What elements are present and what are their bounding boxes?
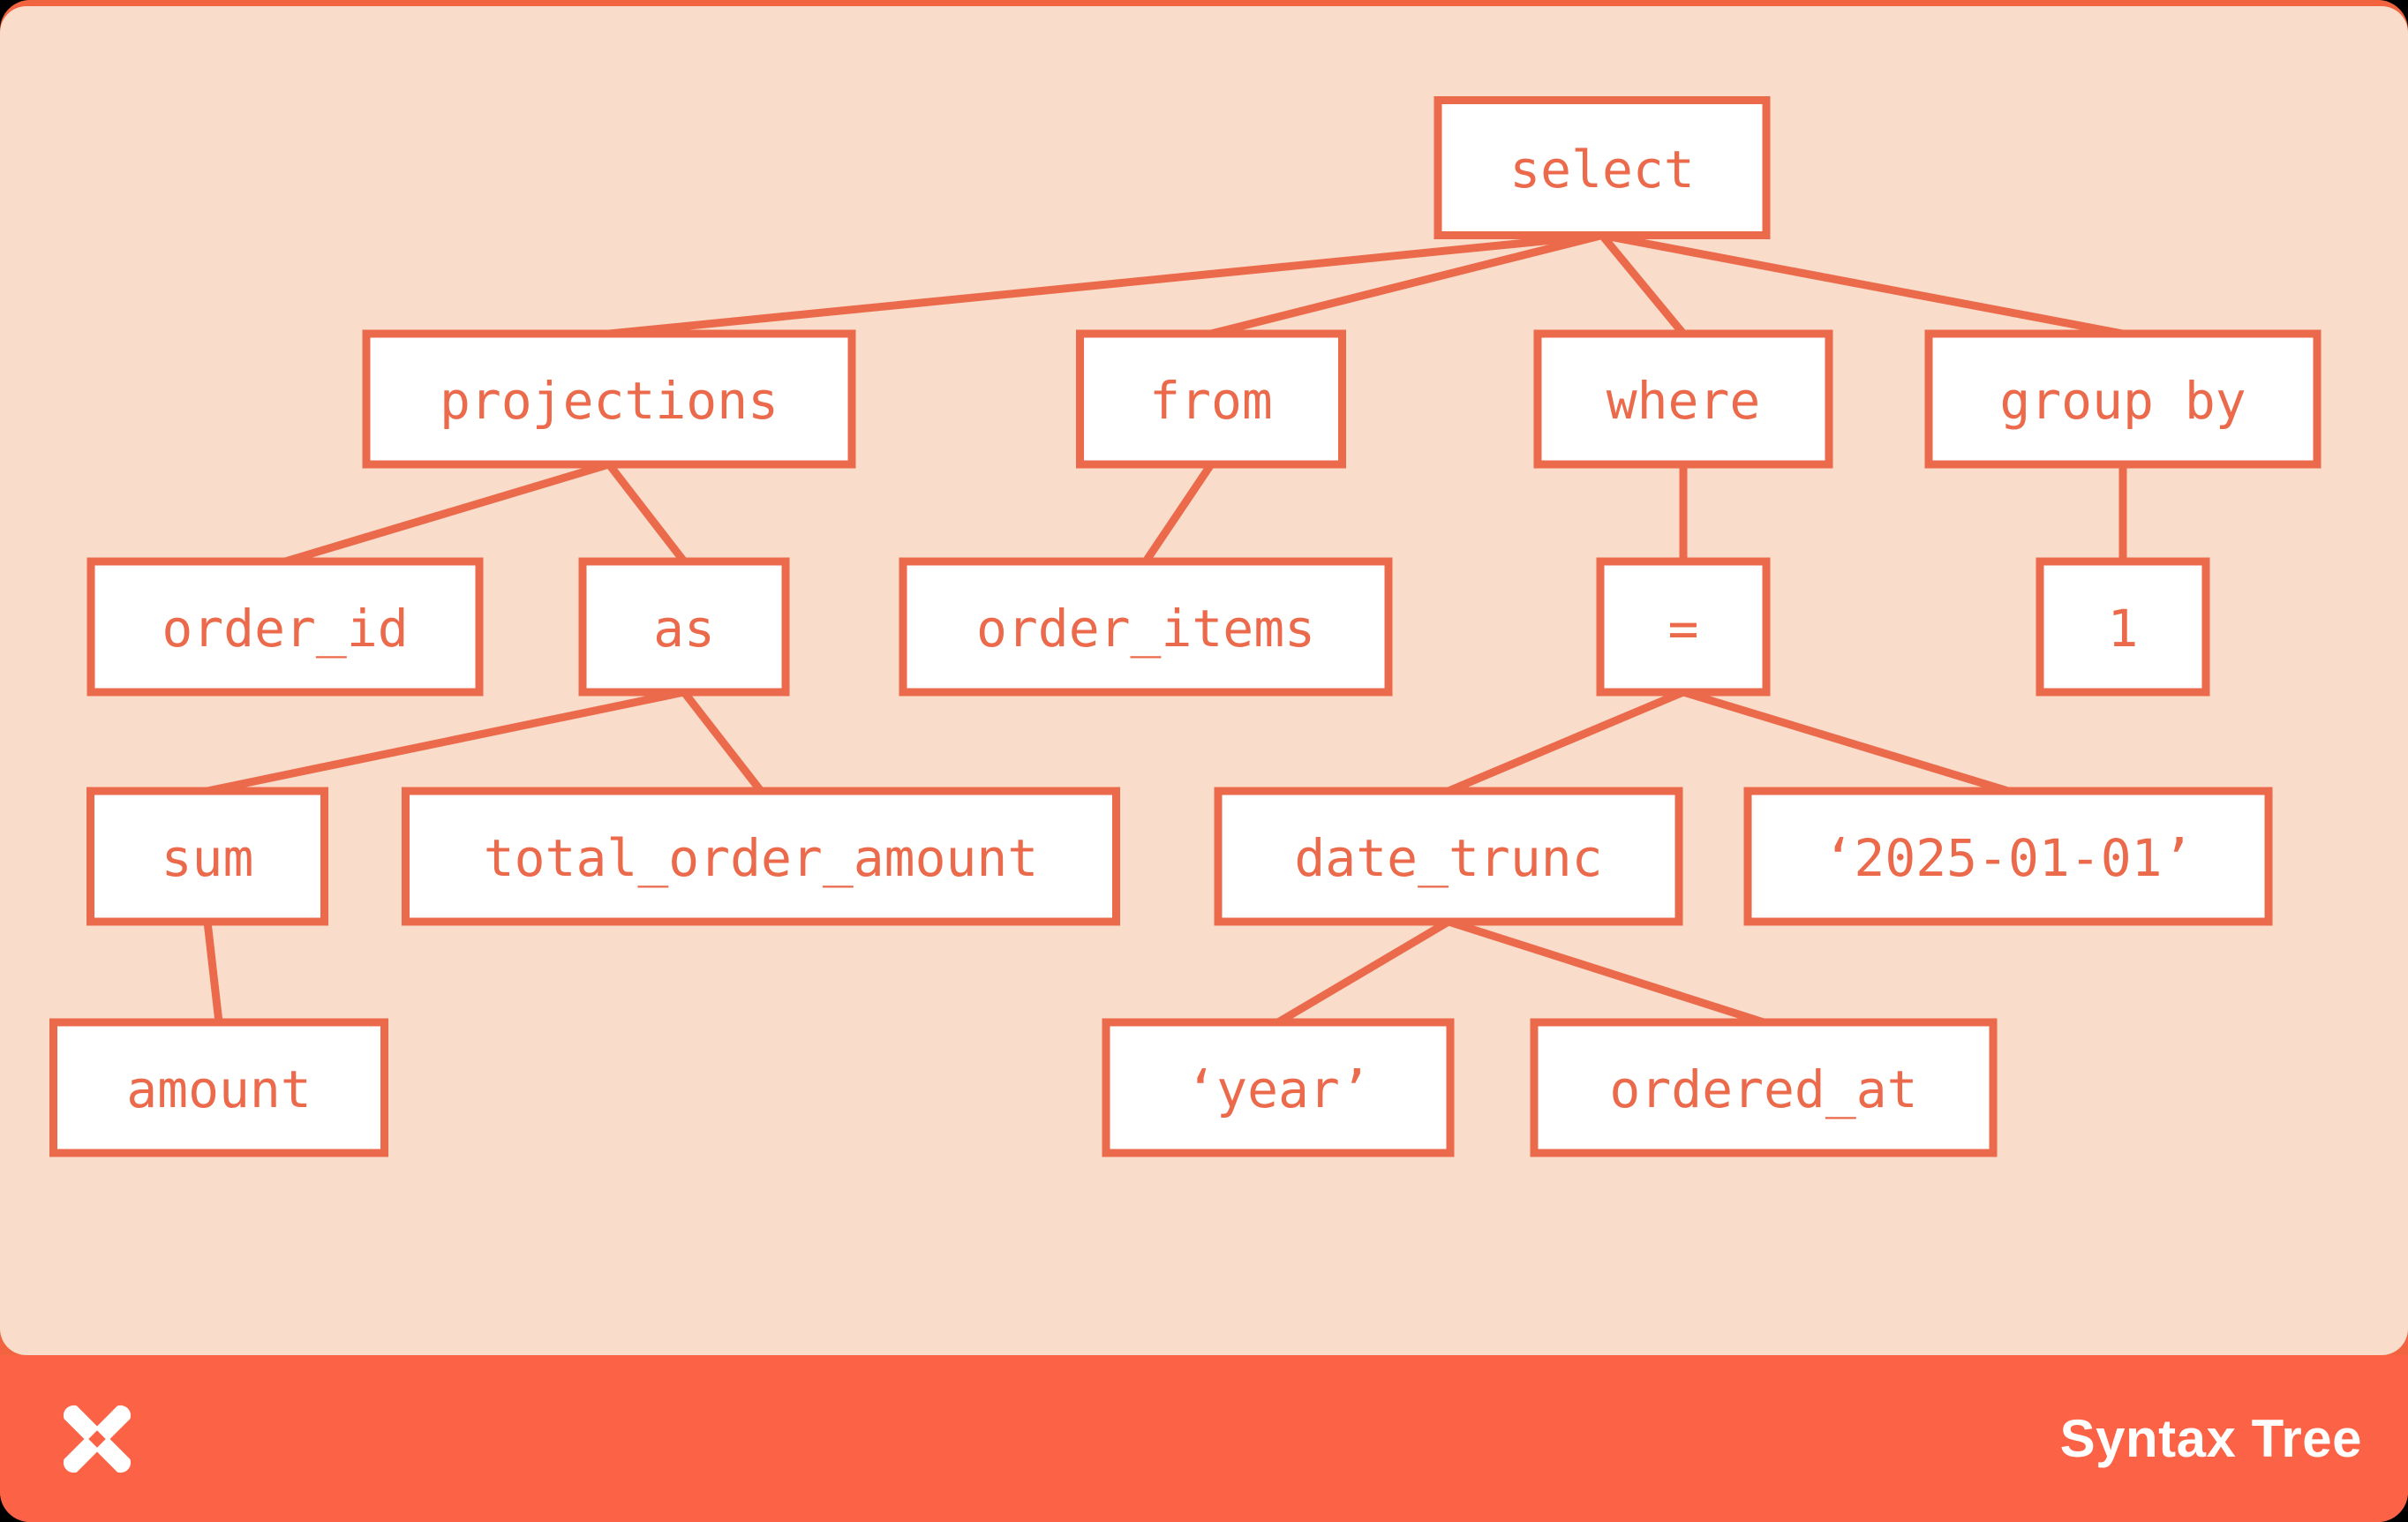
tree-node-date_trunc[interactable]: date_trunc: [1214, 787, 1683, 926]
node-label: 1: [2108, 599, 2139, 659]
node-box: [87, 787, 328, 926]
node-box: [1924, 329, 2321, 469]
tree-node-where[interactable]: where: [1533, 329, 1833, 469]
node-label: total_order_amount: [484, 828, 1039, 888]
tree-node-one[interactable]: 1: [2036, 557, 2210, 697]
node-label: date_trunc: [1294, 828, 1602, 888]
diagram-canvas: select projections from where group by order_…: [0, 6, 2408, 1355]
tree-edge: [1599, 232, 1687, 336]
tree-node-amount[interactable]: amount: [49, 1018, 388, 1157]
node-label: ‘2025-01-01’: [1823, 828, 2193, 888]
tree-node-total_order_amount[interactable]: total_order_amount: [402, 787, 1120, 926]
tree-nodes: select projections from where group by order_…: [49, 96, 2321, 1157]
tree-node-projections[interactable]: projections: [362, 329, 856, 469]
node-label: from: [1149, 371, 1273, 431]
tree-node-year_literal[interactable]: ‘year’: [1102, 1018, 1455, 1157]
node-label: order_items: [976, 599, 1315, 659]
footer-bar: Syntax Tree: [0, 1355, 2408, 1522]
syntax-tree-graphic: select projections from where group by order_…: [49, 96, 2321, 1157]
tree-edge: [681, 689, 764, 794]
node-box: [1102, 1018, 1455, 1157]
node-box: [1530, 1018, 1998, 1157]
node-box: [1214, 787, 1683, 926]
tree-node-date_literal[interactable]: ‘2025-01-01’: [1743, 787, 2273, 926]
tree-node-as[interactable]: as: [578, 557, 790, 697]
tree-edge: [1601, 231, 2124, 338]
node-label: amount: [126, 1059, 312, 1119]
node-box: [1434, 96, 1771, 239]
tree-edge: [606, 462, 688, 564]
tree-node-ordered_at[interactable]: ordered_at: [1530, 1018, 1998, 1157]
node-label: sum: [162, 828, 254, 888]
node-box: [2036, 557, 2210, 697]
tree-node-eq[interactable]: =: [1596, 557, 1771, 697]
node-label: where: [1607, 371, 1761, 431]
node-label: ordered_at: [1609, 1059, 1917, 1119]
footer-title: Syntax Tree: [2059, 1408, 2362, 1468]
star-x-logo: [63, 1405, 132, 1473]
node-box: [87, 557, 484, 697]
tree-node-from[interactable]: from: [1076, 329, 1346, 469]
node-box: [362, 329, 856, 469]
tree-edge: [608, 231, 1603, 338]
node-label: select: [1509, 139, 1695, 200]
tree-edge: [1447, 688, 1685, 795]
node-label: ‘year’: [1185, 1059, 1371, 1119]
tree-edge: [1142, 462, 1215, 564]
tree-edge: [1209, 231, 1604, 338]
tree-node-sum[interactable]: sum: [87, 787, 328, 926]
node-box: [1596, 557, 1771, 697]
node-label: group by: [1999, 371, 2246, 431]
tree-node-order_id[interactable]: order_id: [87, 557, 484, 697]
tree-node-order_items[interactable]: order_items: [899, 557, 1393, 697]
node-box: [1076, 329, 1346, 469]
node-label: =: [1668, 599, 1699, 659]
node-box: [49, 1018, 388, 1157]
node-label: projections: [440, 371, 779, 431]
tree-edge: [1447, 917, 1765, 1027]
node-box: [578, 557, 790, 697]
node-label: as: [653, 599, 715, 659]
node-box: [1743, 787, 2273, 926]
tree-node-group_by[interactable]: group by: [1924, 329, 2321, 469]
tree-edges: [203, 231, 2127, 1027]
node-box: [1533, 329, 1833, 469]
node-label: order_id: [162, 599, 408, 659]
tree-node-select[interactable]: select: [1434, 96, 1771, 239]
tree-edge: [1682, 688, 2010, 795]
tree-edge: [207, 688, 685, 795]
node-box: [899, 557, 1393, 697]
node-box: [402, 787, 1120, 926]
tree-edge: [1275, 918, 1451, 1026]
tree-edge: [283, 460, 611, 566]
tree-edge: [203, 921, 223, 1023]
